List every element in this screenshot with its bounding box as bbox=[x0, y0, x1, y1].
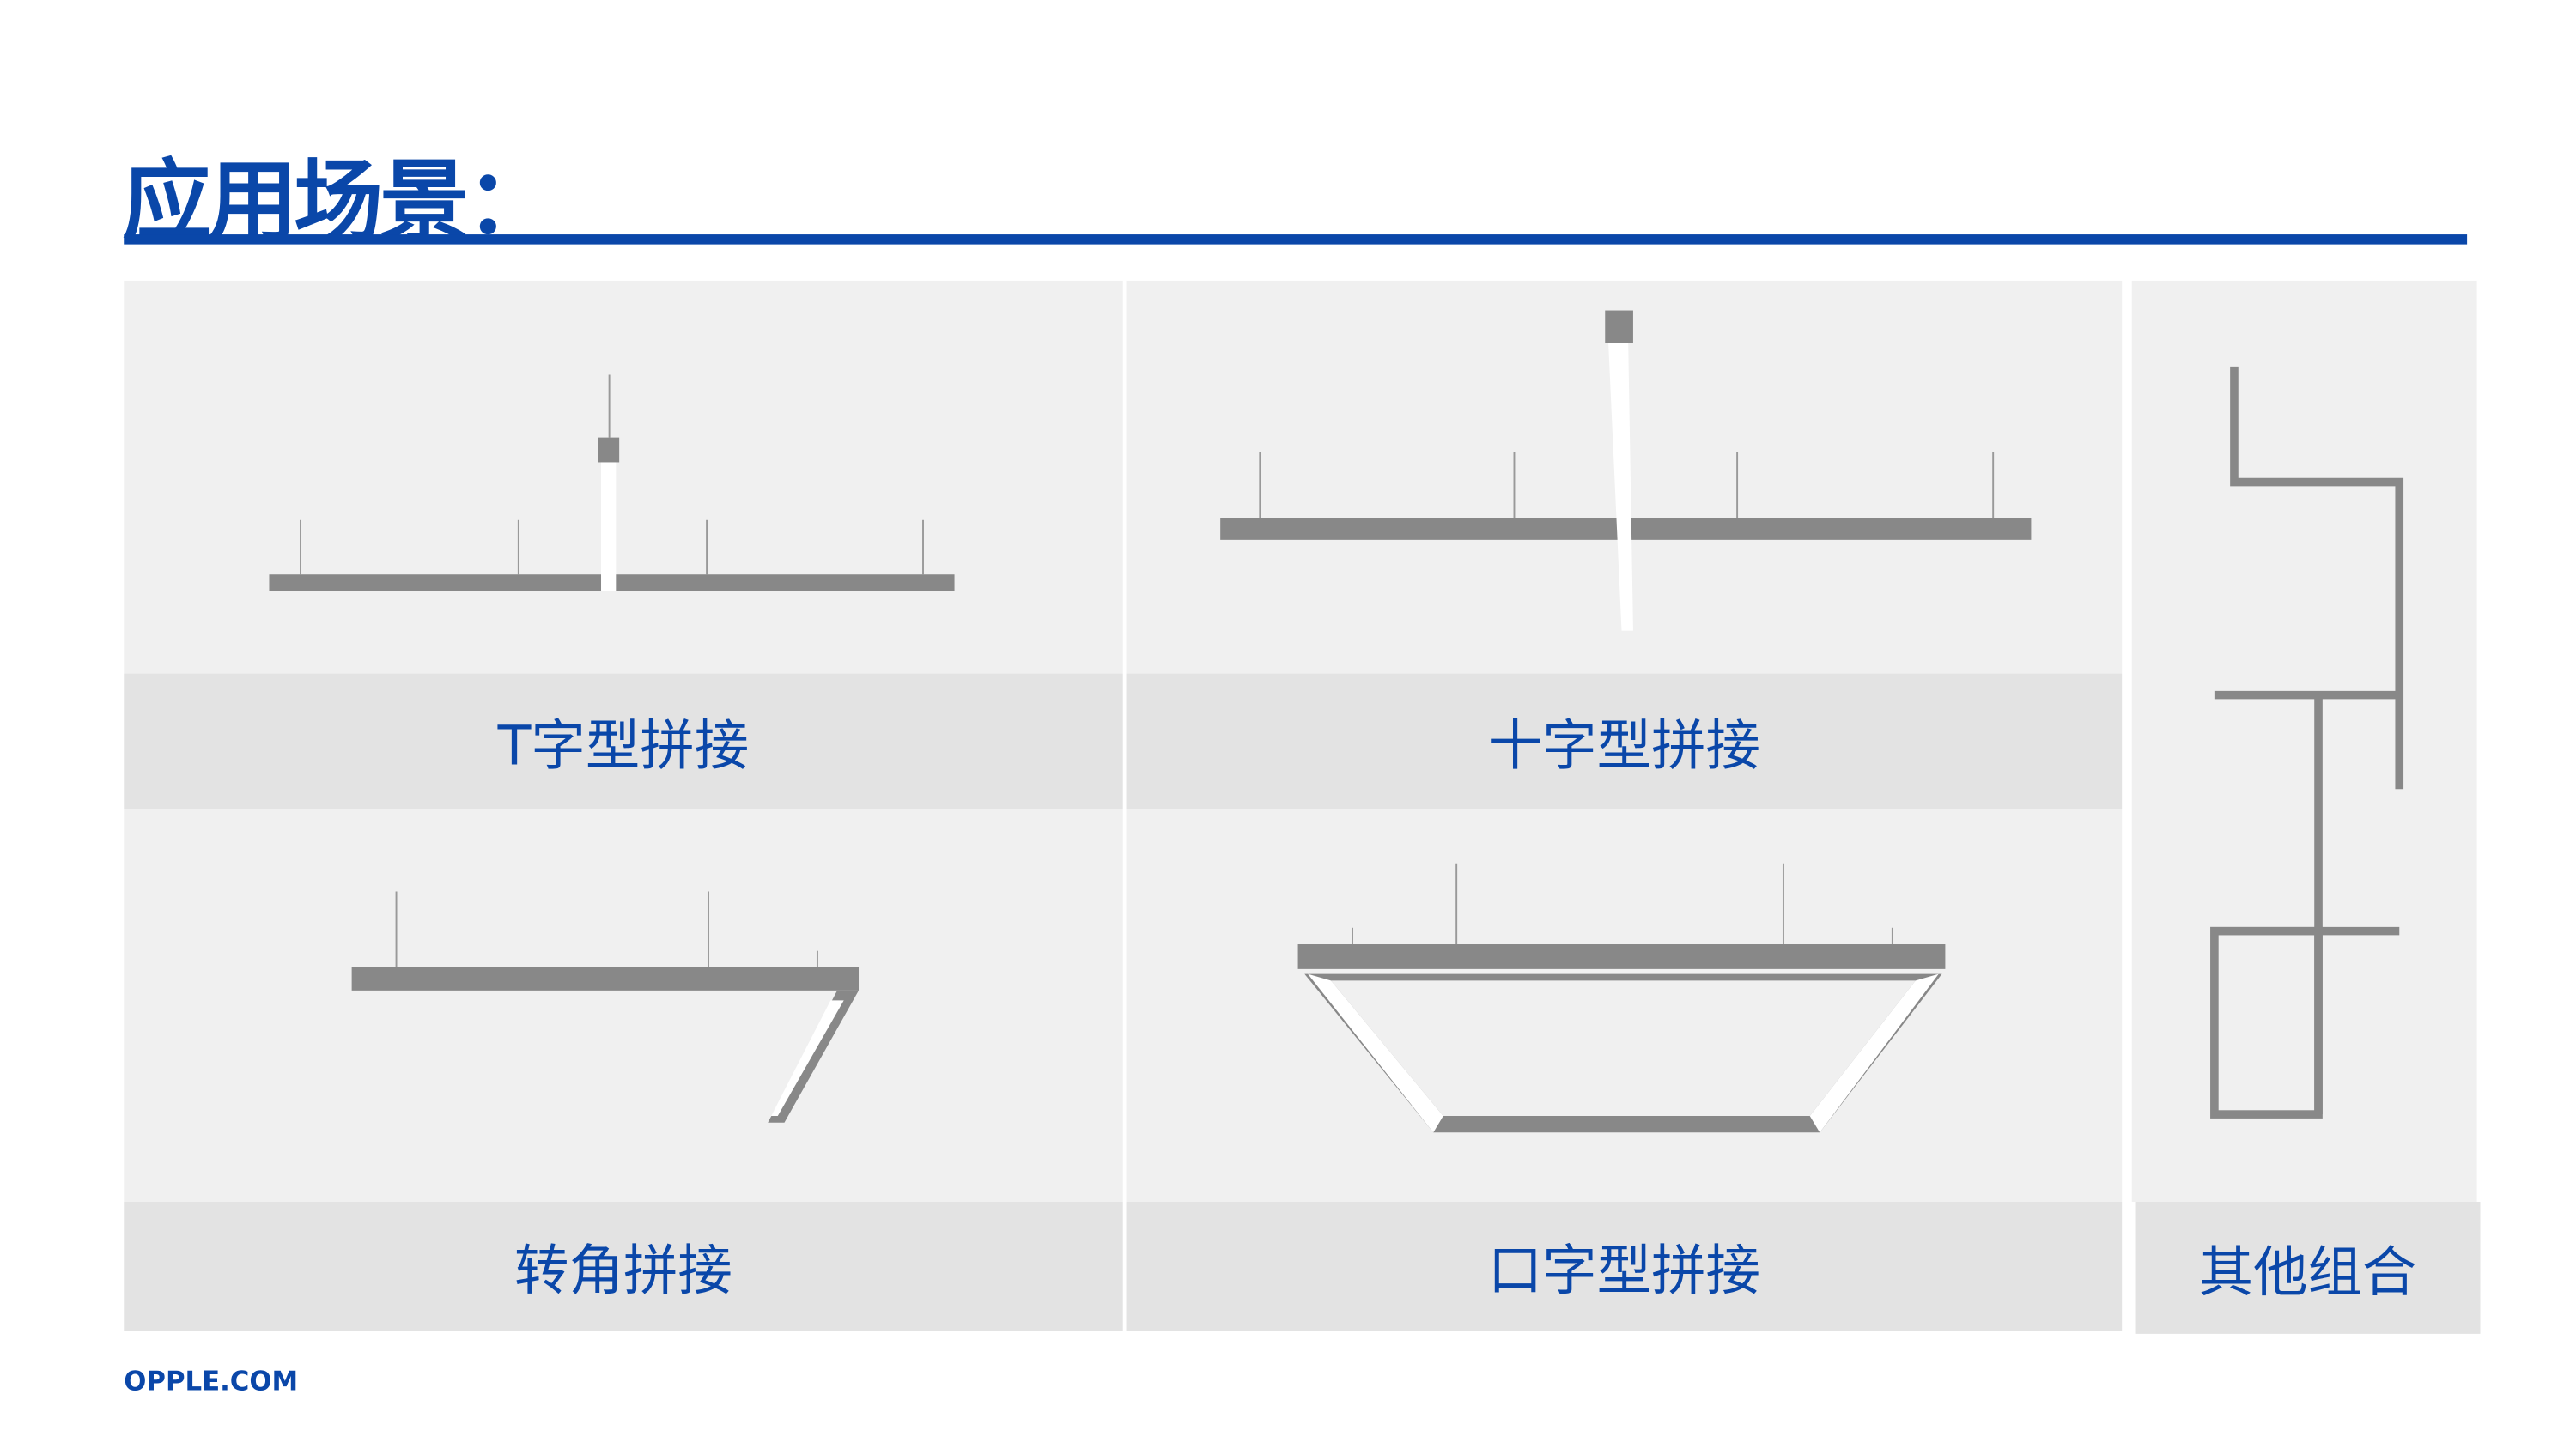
scene-label-t-joint: T字型拼接 bbox=[124, 673, 1123, 809]
square-joint-illustration bbox=[1297, 863, 1946, 1133]
corner-joint-illustration bbox=[351, 891, 860, 1123]
scene-label-corner-joint: 转角拼接 bbox=[124, 1202, 1123, 1331]
scene-image-other-combinations bbox=[2131, 280, 2477, 1203]
title-divider bbox=[124, 234, 2468, 245]
footer-website: OPPLE.COM bbox=[124, 1365, 299, 1397]
t-joint-illustration bbox=[269, 374, 955, 591]
scene-image-t-joint bbox=[124, 280, 1123, 674]
scene-image-cross-joint bbox=[1126, 280, 2123, 674]
scene-label-other-combinations: 其他组合 bbox=[2135, 1202, 2481, 1334]
other-combinations-illustration bbox=[2210, 366, 2404, 1119]
scene-label-cross-joint: 十字型拼接 bbox=[1126, 673, 2123, 809]
scene-image-square-joint bbox=[1126, 809, 2123, 1203]
cross-joint-illustration bbox=[1220, 310, 2032, 631]
scene-label-square-joint: 口字型拼接 bbox=[1126, 1202, 2123, 1331]
scene-image-corner-joint bbox=[124, 809, 1123, 1203]
